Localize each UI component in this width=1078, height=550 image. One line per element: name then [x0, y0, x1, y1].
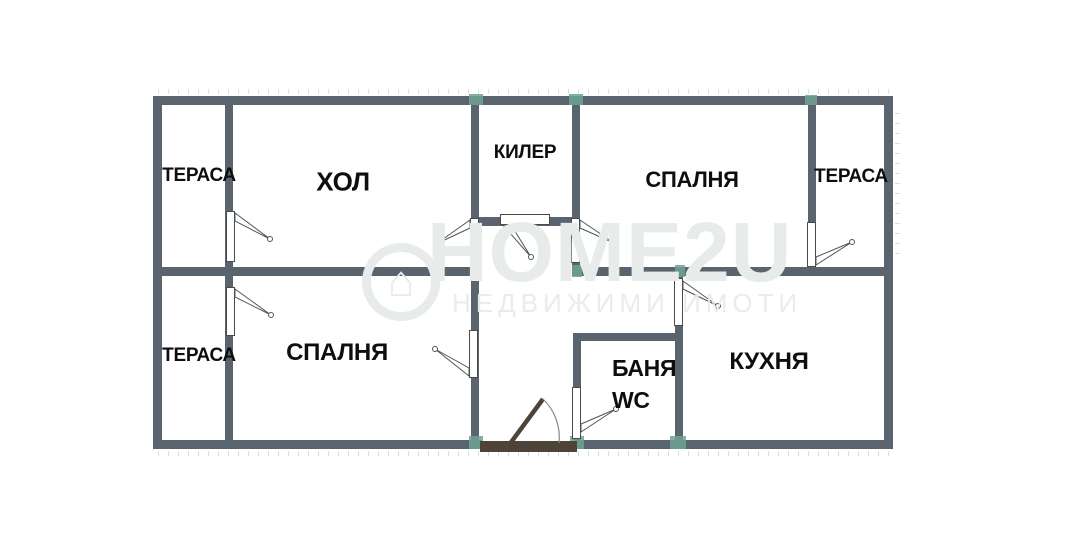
swing-terrace-bottom — [234, 288, 272, 316]
wall-closet-bedroom — [572, 104, 580, 276]
wall-outer-bottom-left — [153, 440, 482, 449]
swing-kitchen — [682, 280, 719, 307]
room-label-closet: КИЛЕР — [493, 142, 557, 163]
wall-outer-top — [153, 96, 893, 105]
room-label-terrace-top-right: ТЕРАСА — [814, 166, 888, 187]
room-label-bathroom: БАНЯ — [612, 355, 677, 381]
wall-joint — [805, 95, 817, 105]
swing-hall-corridor — [435, 219, 471, 245]
door-bedroom-bottom — [469, 330, 478, 378]
room-label-terrace-bottom-left: ТЕРАСА — [162, 345, 236, 366]
door-bedroom-terrace-bottom — [226, 287, 235, 336]
wall-bathroom-left — [573, 333, 581, 440]
tick-marks-right — [895, 106, 900, 254]
wall-joint — [675, 265, 685, 277]
swing-bedroom-bottom — [434, 348, 470, 378]
wall-joint — [469, 94, 483, 105]
swing-bathroom — [580, 408, 617, 433]
swing-hall-terrace-left — [234, 212, 271, 240]
wall-joint — [572, 265, 582, 277]
tick-marks-top — [158, 89, 890, 94]
room-label-kitchen: КУХНЯ — [729, 348, 809, 375]
room-label-terrace-top-left: ТЕРАСА — [162, 165, 236, 186]
entrance-door-bar — [480, 441, 577, 452]
door-bedroom-top — [571, 218, 580, 263]
door-hall-terrace-left — [226, 211, 235, 262]
room-label-wc: WC — [612, 387, 650, 413]
swing-bedroom-top — [579, 219, 615, 244]
room-label-bedroom-top: СПАЛНЯ — [645, 167, 739, 192]
wall-kitchen-left — [675, 276, 683, 440]
room-label-hall: ХОЛ — [316, 166, 370, 197]
door-bedroom-terrace-right — [807, 222, 816, 267]
swing-terrace-right — [815, 241, 853, 266]
wall-terrace-divider-top — [225, 104, 233, 268]
swing-closet — [501, 224, 532, 258]
door-kitchen — [674, 278, 683, 326]
tick-marks-bottom — [158, 451, 890, 456]
door-closet — [500, 214, 550, 225]
door-hall-corridor — [470, 218, 479, 263]
entrance-door-arc — [542, 398, 560, 444]
wall-middle-left — [153, 267, 479, 276]
wall-joint — [569, 94, 583, 105]
wall-joint — [469, 436, 483, 449]
wall-bedroom-terrace-right — [808, 104, 816, 268]
wall-terrace-divider-bottom — [225, 276, 233, 440]
wall-joint — [670, 436, 686, 449]
wall-bathroom-top — [573, 333, 683, 341]
entrance-door-leaf — [507, 397, 545, 447]
wall-middle-right — [572, 267, 893, 276]
room-label-bedroom-bottom: СПАЛНЯ — [286, 339, 388, 366]
door-bathroom — [572, 387, 581, 439]
wall-outer-bottom-right — [575, 440, 893, 449]
